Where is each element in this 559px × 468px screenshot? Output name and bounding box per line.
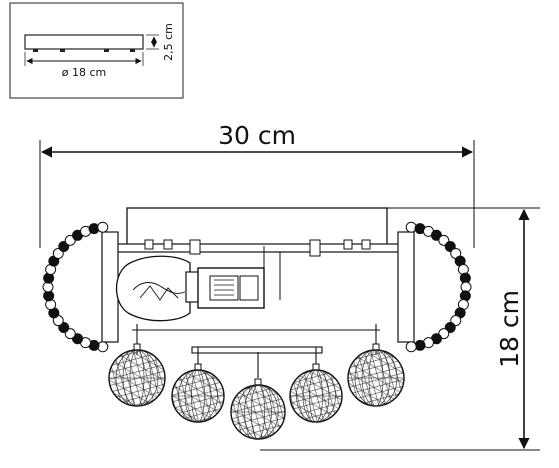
left-bead-strand: [42, 221, 109, 353]
right-bead-strand: [405, 221, 472, 353]
width-dimension-label: 30 cm: [218, 121, 296, 150]
light-bulb-icon: [116, 255, 201, 322]
crystal-pendants: [108, 343, 405, 440]
bead: [97, 221, 109, 233]
inset-height-label: 2,5 cm: [162, 23, 175, 61]
crystal-ball: [108, 343, 166, 407]
inset-canopy-icon: [24, 34, 144, 50]
crystal-ball: [289, 363, 343, 423]
bead: [405, 341, 417, 353]
crystal-ball: [347, 343, 405, 407]
width-dimension: 30 cm: [39, 121, 475, 248]
left-end-plate: [101, 231, 119, 343]
height-dimension: 18 cm: [260, 207, 540, 451]
inset-frame: [9, 2, 184, 99]
bar-clips: [144, 239, 371, 257]
pendant-wires: [132, 324, 380, 378]
crystal-ball: [171, 363, 225, 423]
inset-canopy-feet: [33, 49, 135, 52]
inset-diameter-label: ø 18 cm: [62, 66, 106, 79]
height-dimension-label: 18 cm: [495, 290, 524, 368]
right-end-plate: [397, 231, 415, 343]
lamp-socket: [197, 246, 281, 309]
crystal-ball: [230, 378, 286, 440]
inset-panel: ø 18 cm 2,5 cm: [9, 2, 184, 99]
